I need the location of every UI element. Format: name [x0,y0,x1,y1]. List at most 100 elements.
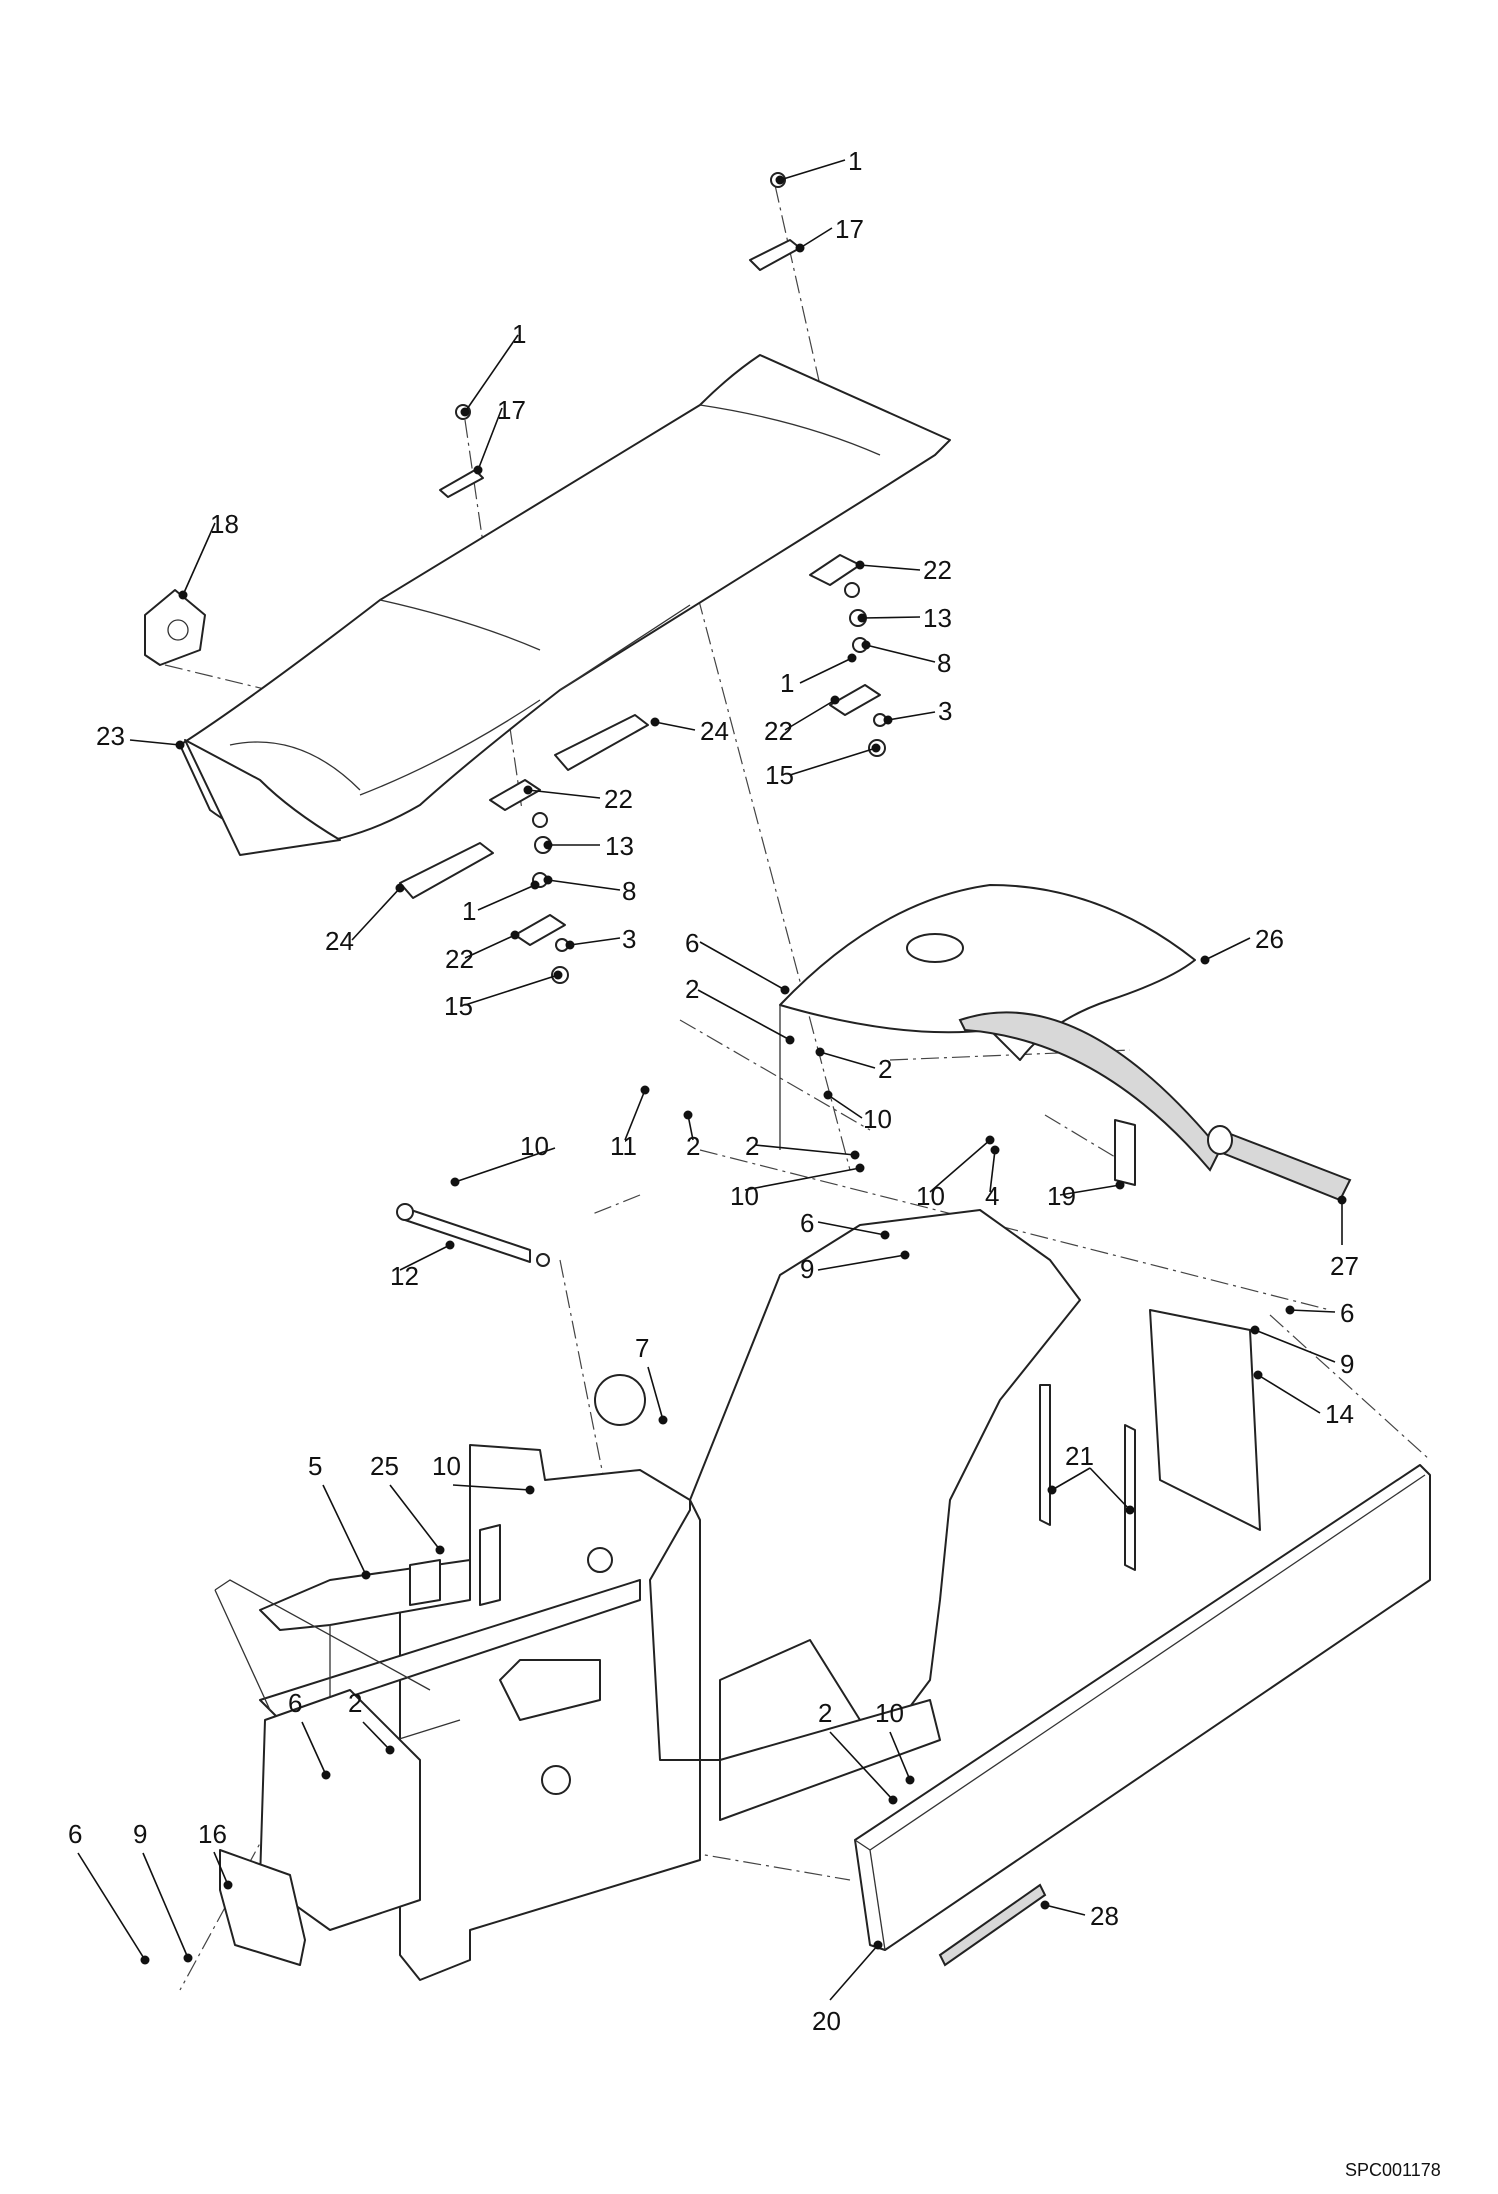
leader-dot [435,1545,445,1555]
leader-dot [861,640,871,650]
leader-dot [1040,1900,1050,1910]
leader-line [859,564,921,571]
callout-22: 22 [764,716,793,746]
leader-line [1204,937,1251,961]
leader-line [1051,1467,1091,1491]
callout-2: 2 [745,1131,759,1161]
leader-dot [1285,1305,1295,1315]
leader-line [213,1851,229,1886]
leader-line [861,616,921,619]
leader-line [754,1144,856,1156]
leader-dot [460,407,470,417]
leader-line [464,934,516,959]
callout-6: 6 [1340,1298,1354,1328]
leader-dot [1125,1505,1135,1515]
callout-9: 9 [800,1254,814,1284]
callout-23: 23 [96,721,125,751]
callout-10: 10 [520,1131,549,1161]
leader-dot [395,883,405,893]
leader-dot [857,613,867,623]
callout-22: 22 [445,944,474,974]
leader-line [989,1149,996,1193]
callout-5: 5 [308,1451,322,1481]
leader-dot [140,1955,150,1965]
leader-dot [785,1035,795,1045]
leader-dot [683,1110,693,1120]
leader-line [1089,1467,1131,1511]
leader-line [182,522,216,596]
callout-1: 1 [512,319,526,349]
leader-line [789,747,877,776]
callout-17: 17 [497,395,526,425]
leader-dot [510,930,520,940]
callout-28: 28 [1090,1901,1119,1931]
leader-line [819,1051,876,1069]
leader-line [452,1484,531,1491]
callout-19: 19 [1047,1181,1076,1211]
leader-line [454,1147,556,1183]
canopy-cover [179,354,951,856]
leader-dot [565,940,575,950]
leader-line [827,1094,863,1119]
callout-1: 1 [780,668,794,698]
leader-dot [883,715,893,725]
hinge-25 [409,1559,441,1606]
leader-line [865,644,936,663]
small-cover [219,1849,306,1966]
leader-dot [780,985,790,995]
leader-dot [385,1745,395,1755]
callout-6: 6 [685,928,699,958]
leader-line [464,334,519,413]
callout-7: 7 [635,1333,649,1363]
leader-line [699,941,786,991]
leader-dot [530,880,540,890]
gas-strut [396,1203,550,1267]
hood-cover [779,884,1222,1172]
callout-8: 8 [937,648,951,678]
seal-strips [1039,1384,1136,1571]
callout-1: 1 [848,146,862,176]
leader-dot [775,175,785,185]
callout-12: 12 [390,1261,419,1291]
leader-dot [473,465,483,475]
leader-line [779,159,846,181]
leader-line [887,711,936,721]
callout-22: 22 [604,784,633,814]
leader-line [1059,1184,1121,1196]
callout-24: 24 [325,926,354,956]
leader-dot [1047,1485,1057,1495]
callout-9: 9 [1340,1349,1354,1379]
leader-dot [361,1570,371,1580]
leader-dot [553,970,563,980]
callout-25: 25 [370,1451,399,1481]
rubber-pads [399,714,649,899]
leader-dot [871,743,881,753]
leader-line [1044,1904,1086,1916]
leader-dot [900,1250,910,1260]
leader-dot [543,875,553,885]
leader-dot [450,1177,460,1187]
leader-dot [658,1415,668,1425]
callout-6: 6 [800,1208,814,1238]
leader-dot [855,1163,865,1173]
leader-dot [223,1880,233,1890]
leader-line [889,1731,911,1781]
callout-24: 24 [700,716,729,746]
callout-3: 3 [938,696,952,726]
callout-17: 17 [835,214,864,244]
callout-16: 16 [198,1819,227,1849]
leader-line [1254,1329,1336,1363]
callout-15: 15 [765,760,794,790]
callout-21: 21 [1065,1441,1094,1471]
leader-line [129,739,181,746]
leader-line [784,699,836,731]
leader-dot [905,1775,915,1785]
leader-dot [650,717,660,727]
callout-10: 10 [730,1181,759,1211]
leader-dot [321,1770,331,1780]
leader-line [477,407,503,471]
callout-20: 20 [812,2006,841,2036]
leader-dot [1337,1195,1347,1205]
leader-line [142,1852,189,1959]
